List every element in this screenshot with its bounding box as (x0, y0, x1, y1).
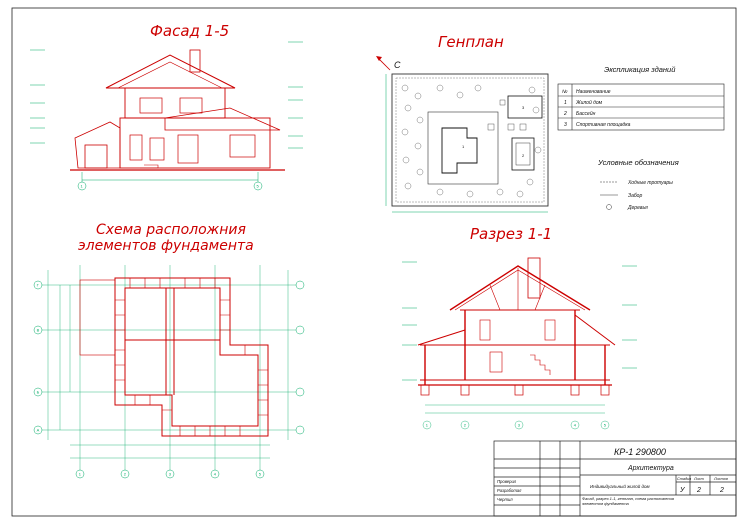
foundation-axis-A: A (37, 428, 40, 433)
explication-row-2-num: 2 (563, 111, 567, 117)
section-title: Разрез 1-1 (470, 225, 552, 243)
foundation-drawing: Схема расположния элементов фундамента 1 (33, 222, 305, 479)
foundation-blocks (115, 278, 268, 436)
genplan-building-1: 1 (462, 144, 465, 149)
explication-row-3-name: Спортивная площадка (576, 122, 631, 128)
foundation-axis-3: 3 (169, 472, 172, 477)
facade-level-marks-left (30, 49, 45, 144)
stamp-sheet: 2 (696, 487, 701, 494)
stamp-stage: У (679, 487, 686, 494)
stamp-role-2: Разработал (497, 488, 522, 493)
section-axis-4: 4 (574, 423, 577, 428)
foundation-axis-4: 4 (214, 472, 217, 477)
genplan-building-3: 3 (522, 105, 525, 110)
facade-axis-label-5: 5 (257, 184, 260, 189)
section-axis-5: 5 (604, 423, 607, 428)
genplan-drawing: Генплан С 1 2 3 (376, 33, 549, 213)
explication-row-3-num: 3 (564, 122, 567, 128)
stamp-role-1: Проверил (497, 479, 517, 484)
section-axis-1: 1 (426, 423, 429, 428)
stamp-section: Архитектура (627, 465, 674, 472)
north-label: С (394, 60, 401, 70)
stamp-sheets: 2 (719, 487, 724, 494)
stamp-object: Индивидуальный жилой дом (590, 483, 650, 489)
foundation-axis-G: Г (37, 283, 40, 288)
explication-row-1-num: 1 (564, 100, 567, 106)
explication-title: Экспликация зданий (604, 65, 676, 74)
legend-item-2: Забор (628, 193, 642, 199)
explication-header-num: № (562, 89, 568, 95)
title-block: КР-1 290800 Архитектура Индивидуальный ж… (493, 440, 737, 517)
section-axis-2: 2 (464, 423, 467, 428)
legend-item-1: Ходные тротуары (627, 180, 673, 186)
genplan-trees (401, 84, 542, 198)
foundation-axis-2: 2 (124, 472, 127, 477)
stamp-code: КР-1 290800 (614, 447, 666, 457)
explication-row-1-name: Жилой дом (575, 99, 603, 106)
facade-drawing: Фасад 1-5 (30, 22, 303, 191)
foundation-axis-1: 1 (79, 472, 82, 477)
genplan-title: Генплан (438, 33, 504, 51)
sheet-frame (11, 7, 737, 517)
explication-row-2-name: Бассейн (576, 110, 596, 117)
explication-header-name: Наименование (576, 89, 611, 95)
stamp-sheets-label: Листов (713, 477, 728, 481)
facade-level-marks-right (288, 41, 303, 149)
facade-title: Фасад 1-5 (150, 22, 229, 40)
foundation-title-line1: Схема расположния (96, 222, 246, 238)
section-axis-3: 3 (518, 423, 521, 428)
stamp-stage-label: Стадия (677, 477, 691, 481)
facade-axis-label-1: 1 (81, 184, 84, 189)
foundation-axis-V: В (37, 328, 40, 333)
stamp-sheet-label: Лист (693, 477, 704, 481)
explication-table: Экспликация зданий № Наименование 1 Жило… (557, 65, 725, 131)
stamp-role-3: Чертил (497, 497, 513, 502)
foundation-axis-5: 5 (259, 472, 262, 477)
genplan-building-2: 2 (522, 153, 525, 158)
legend-title: Условные обозначения (597, 158, 679, 167)
legend: Условные обозначения Ходные тротуары Заб… (597, 158, 679, 211)
foundation-axis-B: Б (37, 390, 40, 395)
stamp-contents: Фасад, разрез 1-1, генплан, схема распол… (582, 497, 674, 506)
foundation-title-line2: элементов фундамента (78, 238, 254, 254)
section-drawing: Разрез 1-1 (402, 225, 637, 430)
legend-item-3: Деревья (627, 205, 648, 211)
